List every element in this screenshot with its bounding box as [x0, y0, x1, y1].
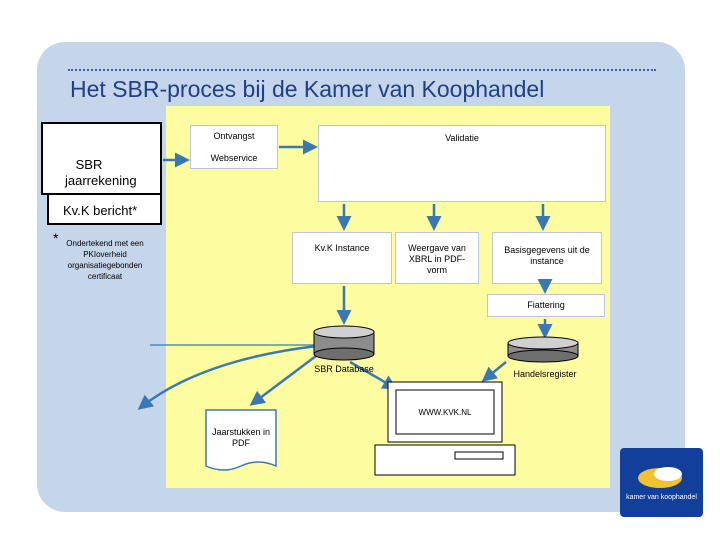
- ontvangst-label: Ontvangst: [213, 131, 255, 141]
- arrow-database-to-sender: [137, 344, 318, 410]
- kvk-logo: kamer van koophandel: [620, 448, 703, 517]
- footnote-mark: *: [53, 230, 59, 246]
- weergave-label: Weergave van XBRL in PDF-vorm: [408, 243, 466, 275]
- sbr-database-cylinder: [313, 325, 375, 361]
- arrow-database-to-jaarstukken: [249, 355, 317, 406]
- handelsregister-cylinder: [507, 336, 579, 363]
- title-divider: [68, 69, 656, 71]
- footnote-text: Ondertekend met een PKIoverheid organisa…: [66, 239, 144, 281]
- slide-title: Het SBR-proces bij de Kamer van Koophand…: [70, 76, 545, 102]
- basisgegevens-box: [492, 232, 602, 284]
- sbr-database-label: SBR Database: [314, 364, 374, 374]
- ontvangst-box: [190, 125, 278, 169]
- handelsregister-label: Handelsregister: [513, 369, 577, 379]
- validatie-label: Validatie: [445, 133, 479, 143]
- basisgegevens-label: Basisgegevens uit de instance: [504, 245, 590, 266]
- kvk-bericht-label: Kv.K bericht*: [63, 203, 138, 218]
- kvk-instance-box: [292, 232, 392, 284]
- fiattering-box: [487, 294, 605, 317]
- kvk-bericht-box: Kv.K bericht*: [47, 195, 162, 225]
- jaarstukken-document: [205, 409, 277, 471]
- arrow-handelsregister-to-website: [481, 361, 507, 382]
- jaarstukken-label: Jaarstukken in PDF: [211, 427, 271, 448]
- webservice-label: Webservice: [210, 153, 258, 163]
- weergave-box: [395, 232, 479, 284]
- kvk-instance-label: Kv.K Instance: [314, 243, 370, 253]
- sbr-jaarrekening-box: SBR jaarrekening: [41, 122, 162, 195]
- validatie-box: [318, 125, 606, 202]
- logo-text: kamer van koophandel: [626, 494, 697, 501]
- computer-icon: [374, 381, 516, 476]
- website-label: WWW.KVK.NL: [418, 408, 472, 417]
- fiattering-label: Fiattering: [527, 300, 565, 310]
